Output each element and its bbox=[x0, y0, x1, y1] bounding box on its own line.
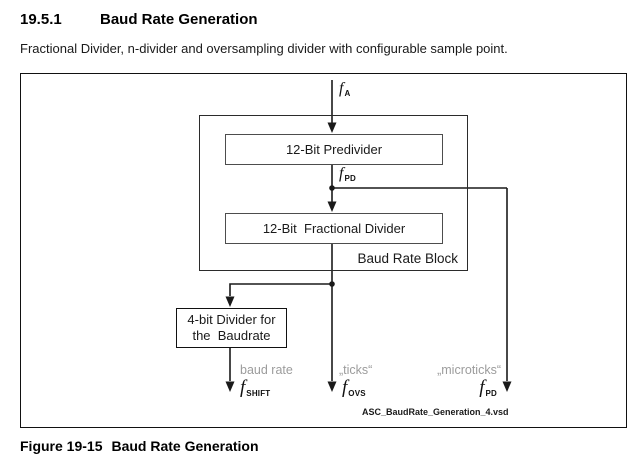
annotation-ticks: „ticks“ bbox=[339, 363, 373, 377]
section-number: 19.5.1 bbox=[20, 11, 62, 28]
divider4-line1: 4-bit Divider for bbox=[187, 312, 276, 327]
figure-caption: Figure 19-15 Baud Rate Generation bbox=[20, 438, 259, 454]
figure-caption-title: Baud Rate Generation bbox=[111, 438, 259, 454]
arrowhead-into-divider4 bbox=[225, 296, 235, 308]
arrowhead-fovs bbox=[327, 381, 337, 393]
baud-rate-block: Baud Rate Block bbox=[199, 115, 468, 271]
divider4-line2: the Baudrate bbox=[192, 328, 271, 343]
line-branch-to-divider4 bbox=[229, 283, 333, 297]
predivider-box: 12-Bit Predivider bbox=[225, 134, 443, 165]
intro-paragraph: Fractional Divider, n-divider and oversa… bbox=[20, 41, 508, 56]
fractional-divider-box: 12-Bit Fractional Divider bbox=[225, 213, 443, 244]
connector-lines bbox=[229, 80, 509, 382]
junction-dot-output bbox=[329, 281, 336, 288]
arrowhead-into-fractional bbox=[327, 201, 337, 213]
section-heading: 19.5.1 Baud Rate Generation bbox=[20, 11, 258, 28]
annotation-microticks: „microticks“ bbox=[437, 363, 501, 377]
diagram-connectors bbox=[225, 80, 512, 393]
arrowhead-into-predivider bbox=[327, 122, 337, 134]
arrowheads bbox=[225, 122, 512, 393]
junction-dot-fpd bbox=[329, 185, 336, 192]
annotation-baud-rate: baud rate bbox=[240, 363, 293, 377]
divider4-box: 4-bit Divider for the Baudrate bbox=[176, 308, 287, 348]
source-file-note: ASC_BaudRate_Generation_4.vsd bbox=[362, 407, 509, 417]
baud-rate-block-label: Baud Rate Block bbox=[357, 251, 458, 266]
section-title: Baud Rate Generation bbox=[100, 11, 258, 28]
figure-caption-label: Figure 19-15 bbox=[20, 438, 103, 454]
arrowhead-fshift bbox=[225, 381, 235, 393]
arrowhead-fpd bbox=[502, 381, 512, 393]
